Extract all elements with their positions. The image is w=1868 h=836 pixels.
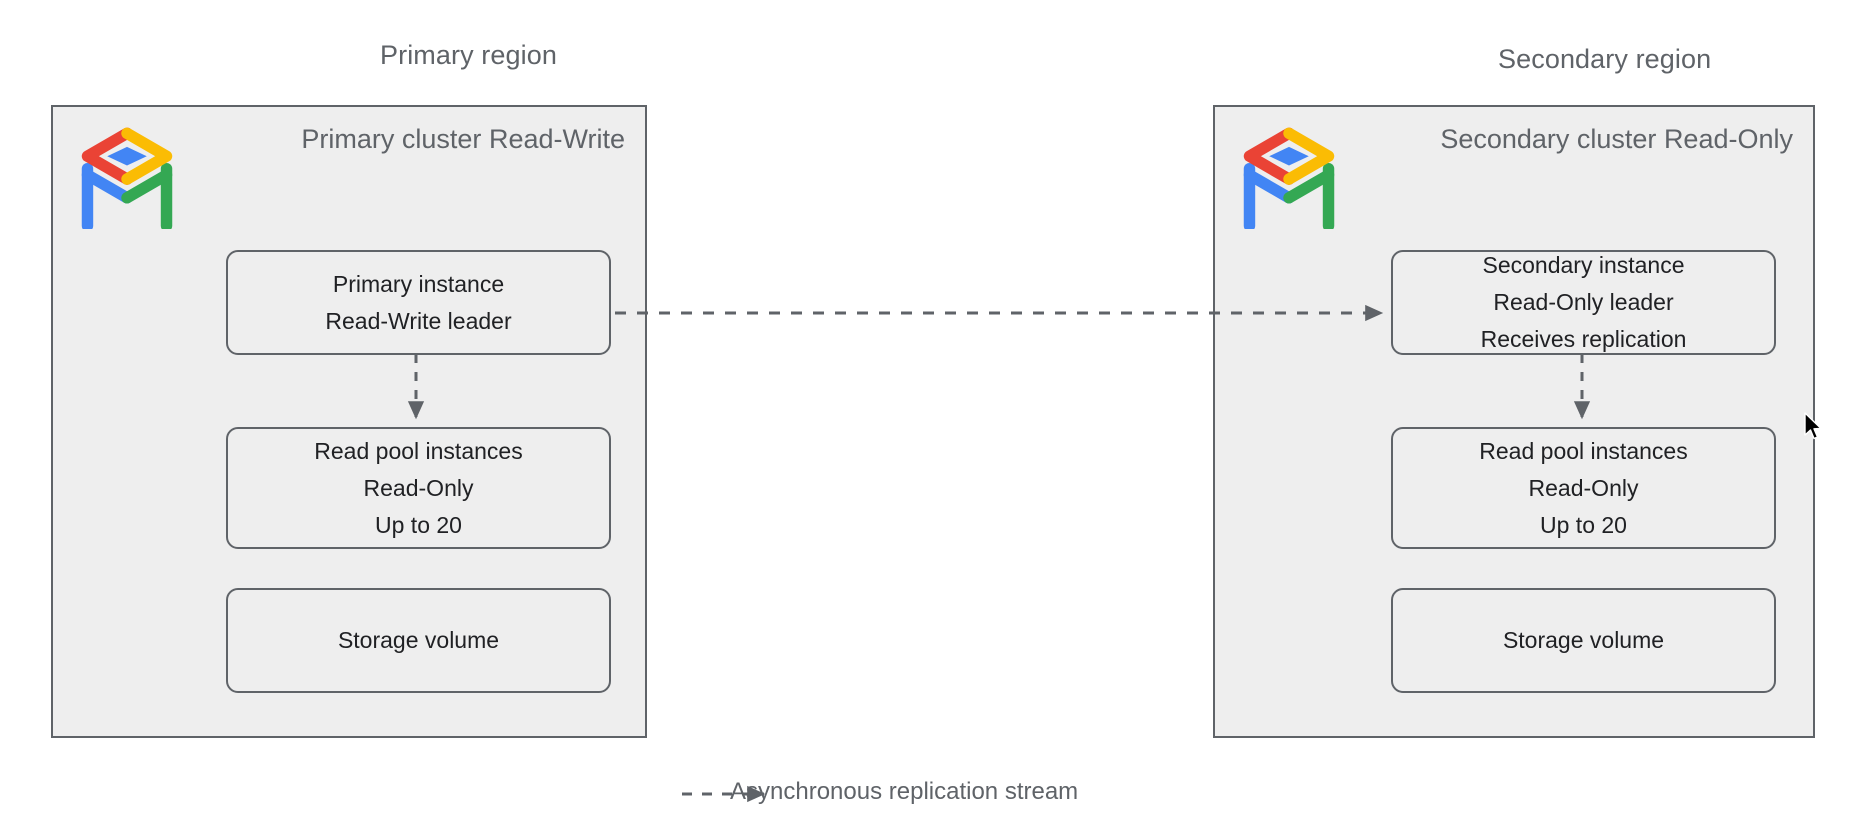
node-line: Read pool instances: [314, 437, 523, 464]
node-line: Read pool instances: [1479, 437, 1688, 464]
node-read-pool-instances[interactable]: Read pool instances Read-Only Up to 20: [1391, 427, 1776, 549]
node-secondary-instance[interactable]: Secondary instance Read-Only leader Rece…: [1391, 250, 1776, 355]
secondary-cluster-heading-line1: Secondary cluster: [1440, 124, 1657, 154]
node-line: Storage volume: [337, 627, 500, 653]
alloydb-logo-icon: [1243, 127, 1335, 229]
node-line: Storage volume: [1502, 627, 1665, 653]
primary-cluster-heading-line1: Primary cluster: [301, 124, 482, 154]
node-line: Read-Only: [1528, 474, 1639, 501]
secondary-cluster-box: Secondary cluster Read-Only Secondary in…: [1213, 105, 1815, 738]
node-line: Up to 20: [1540, 511, 1627, 538]
primary-region-label: Primary region: [380, 40, 557, 70]
node-line: Up to 20: [375, 511, 462, 538]
node-line: Read-Only leader: [1493, 289, 1674, 315]
primary-cluster-box: Primary cluster Read-Write Primary insta…: [51, 105, 647, 738]
secondary-cluster-heading-line2: Read-Only: [1663, 124, 1793, 154]
node-storage-volume[interactable]: Storage volume: [1391, 588, 1776, 693]
primary-cluster-heading: Primary cluster Read-Write: [301, 123, 625, 156]
node-read-pool-instances[interactable]: Read pool instances Read-Only Up to 20: [226, 427, 611, 549]
node-storage-volume[interactable]: Storage volume: [226, 588, 611, 693]
primary-cluster-heading-line2: Read-Write: [488, 124, 625, 154]
node-line: Secondary instance: [1482, 252, 1685, 278]
node-line: Read-Write leader: [325, 307, 512, 334]
alloydb-logo-icon: [81, 127, 173, 229]
node-line: Receives replication: [1480, 326, 1687, 352]
legend: Asynchronous replication stream: [682, 778, 1078, 806]
secondary-cluster-heading: Secondary cluster Read-Only: [1440, 123, 1793, 156]
node-line: Read-Only: [363, 474, 474, 501]
secondary-region-label: Secondary region: [1498, 44, 1712, 74]
node-line: Primary instance: [332, 270, 505, 297]
node-primary-instance[interactable]: Primary instance Read-Write leader: [226, 250, 611, 355]
legend-label-async-replication: Asynchronous replication stream: [730, 778, 1079, 805]
